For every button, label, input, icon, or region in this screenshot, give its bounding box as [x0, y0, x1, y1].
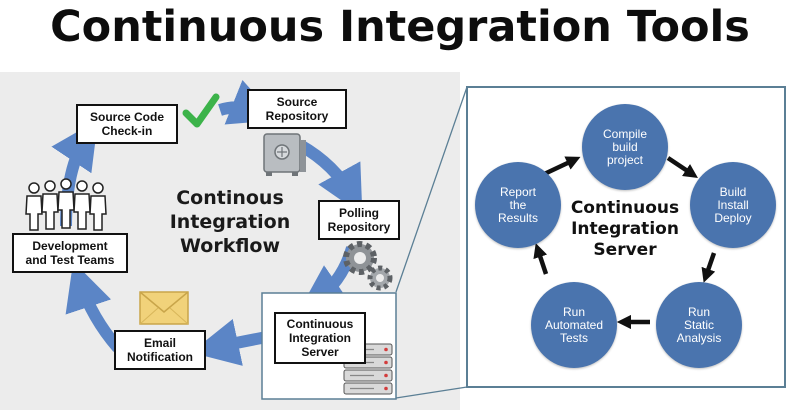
page-title: Continuous Integration Tools — [50, 2, 750, 52]
checkmark-icon — [182, 93, 220, 128]
ci-server-center-label: Continuous Integration Server — [570, 198, 680, 260]
safe-icon — [263, 133, 306, 176]
arrow-build-to-analysis — [701, 252, 717, 283]
build-install-deploy-circle: Build Install Deploy — [690, 162, 776, 248]
workflow-center-label: Continous Integration Workflow — [169, 187, 291, 257]
envelope-icon — [139, 291, 189, 325]
people-icon — [25, 178, 107, 231]
source-repository-box: Source Repository — [247, 89, 347, 129]
connector-line-bottom — [395, 386, 468, 399]
development-test-teams-box: Development and Test Teams — [12, 233, 128, 273]
report-the-results-circle: Report the Results — [475, 162, 561, 248]
email-notification-box: Email Notification — [114, 330, 206, 370]
connector-line-top — [395, 86, 468, 293]
continuous-integration-server-box: Continuous Integration Server — [274, 312, 366, 364]
run-automated-tests-circle: Run Automated Tests — [531, 282, 617, 368]
compile-build-project-circle: Compile build project — [582, 104, 668, 190]
arrow-tests-to-report — [533, 243, 549, 275]
gears-icon — [343, 241, 393, 291]
run-static-analysis-circle: Run Static Analysis — [656, 282, 742, 368]
arrow-email-to-teams — [65, 261, 123, 352]
arrow-compile-to-build — [666, 156, 698, 178]
polling-repository-box: Polling Repository — [318, 200, 400, 240]
arrow-repository-to-polling — [296, 139, 363, 215]
source-code-checkin-box: Source Code Check-in — [76, 104, 178, 144]
